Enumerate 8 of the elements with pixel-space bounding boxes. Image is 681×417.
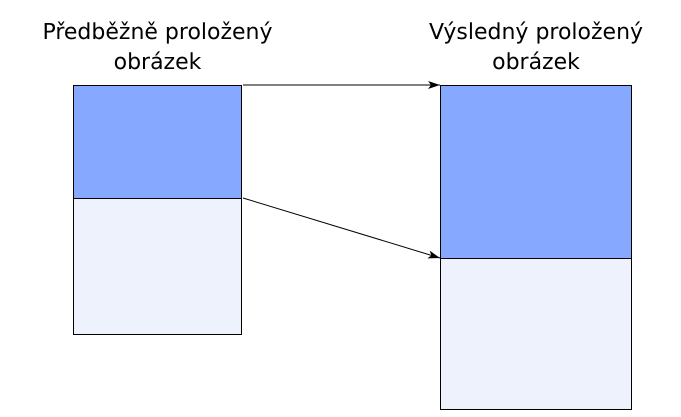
- arrow: [242, 198, 440, 258]
- image-region: [441, 86, 631, 258]
- image-title: Předběžně proložený obrázek: [41, 19, 274, 77]
- image-region: [441, 258, 631, 409]
- image-region: [74, 198, 241, 334]
- image-region: [74, 86, 241, 198]
- image-title: Výsledný proložený obrázek: [428, 19, 644, 77]
- arrow: [242, 81, 440, 89]
